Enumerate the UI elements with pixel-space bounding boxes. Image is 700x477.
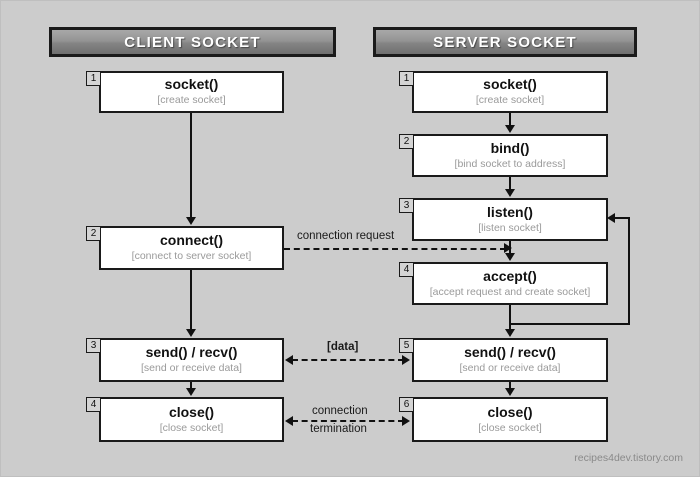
loopback-top-segment	[614, 217, 630, 219]
step-subtitle: [bind socket to address]	[454, 157, 566, 170]
step-title: listen()	[487, 203, 533, 220]
server-step-bind: 2 bind() [bind socket to address]	[399, 134, 608, 177]
step-title: send() / recv()	[464, 344, 556, 360]
step-subtitle: [send or receive data]	[141, 362, 242, 375]
arrowhead-client-close	[186, 388, 196, 396]
message-label-connection-termination-line1: connection	[312, 405, 368, 417]
server-step-socket: 1 socket() [create socket]	[399, 71, 608, 113]
arrowhead-loopback-listen	[607, 213, 615, 223]
footer-credit: recipes4dev.tistory.com	[574, 452, 683, 464]
arrowhead-server-accept	[505, 253, 515, 261]
client-step-send-recv: 3 send() / recv() [send or receive data]	[86, 338, 284, 382]
connector-client-send-to-close	[190, 382, 192, 389]
connector-server-bind-to-listen	[509, 177, 511, 190]
arrowhead-data-to-server	[402, 355, 410, 365]
step-title: close()	[168, 403, 215, 420]
loopback-bottom-segment	[509, 323, 630, 325]
step-badge: 4	[86, 397, 101, 412]
step-subtitle: [close socket]	[478, 421, 542, 434]
step-badge: 6	[399, 397, 414, 412]
connector-server-accept-to-send	[509, 305, 511, 330]
step-badge: 2	[399, 134, 414, 149]
step-title: socket()	[483, 76, 537, 92]
arrowhead-server-bind	[505, 125, 515, 133]
message-label-connection-termination-line2: termination	[310, 423, 367, 435]
arrowhead-client-send	[186, 329, 196, 337]
column-header-client: CLIENT SOCKET	[49, 27, 336, 57]
column-header-server: SERVER SOCKET	[373, 27, 637, 57]
step-title: bind()	[490, 139, 530, 156]
message-line-data	[292, 359, 404, 361]
step-badge: 5	[399, 338, 414, 353]
server-step-listen: 3 listen() [listen socket]	[399, 198, 608, 241]
arrowhead-server-close	[505, 388, 515, 396]
client-step-close: 4 close() [close socket]	[86, 397, 284, 442]
message-line-connection-termination	[292, 420, 404, 422]
arrowhead-termination-to-client	[285, 416, 293, 426]
message-label-data: [data]	[327, 341, 359, 353]
step-badge: 4	[399, 262, 414, 277]
step-title: close()	[487, 403, 533, 420]
server-step-send-recv: 5 send() / recv() [send or receive data]	[399, 338, 608, 382]
client-step-socket: 1 socket() [create socket]	[86, 71, 284, 113]
arrowhead-termination-to-server	[402, 416, 410, 426]
client-step-connect: 2 connect() [connect to server socket]	[86, 226, 284, 270]
message-label-connection-request: connection request	[297, 230, 395, 242]
step-badge: 1	[399, 71, 414, 86]
connector-client-socket-to-connect	[190, 113, 192, 218]
connector-server-send-to-close	[509, 382, 511, 389]
server-step-close: 6 close() [close socket]	[399, 397, 608, 442]
step-title: socket()	[164, 76, 219, 92]
step-subtitle: [close socket]	[159, 421, 224, 434]
step-subtitle: [create socket]	[157, 94, 226, 107]
arrowhead-client-connect	[186, 217, 196, 225]
step-badge: 2	[86, 226, 101, 241]
step-subtitle: [send or receive data]	[459, 362, 561, 375]
step-title: send() / recv()	[145, 344, 238, 360]
step-subtitle: [create socket]	[475, 94, 545, 107]
step-subtitle: [listen socket]	[478, 221, 542, 234]
step-badge: 3	[399, 198, 414, 213]
step-subtitle: [accept request and create socket]	[429, 285, 591, 298]
step-badge: 3	[86, 338, 101, 353]
step-subtitle: [connect to server socket]	[131, 250, 252, 263]
arrowhead-server-send	[505, 329, 515, 337]
step-badge: 1	[86, 71, 101, 86]
loopback-right-segment	[628, 217, 630, 325]
arrowhead-server-listen	[505, 189, 515, 197]
step-title: connect()	[160, 232, 223, 248]
arrowhead-data-to-client	[285, 355, 293, 365]
connector-server-socket-to-bind	[509, 113, 511, 126]
server-step-accept: 4 accept() [accept request and create so…	[399, 262, 608, 305]
connector-client-connect-to-send	[190, 270, 192, 330]
arrowhead-connection-request	[504, 243, 512, 253]
message-line-connection-request	[284, 248, 506, 250]
step-title: accept()	[483, 267, 537, 284]
